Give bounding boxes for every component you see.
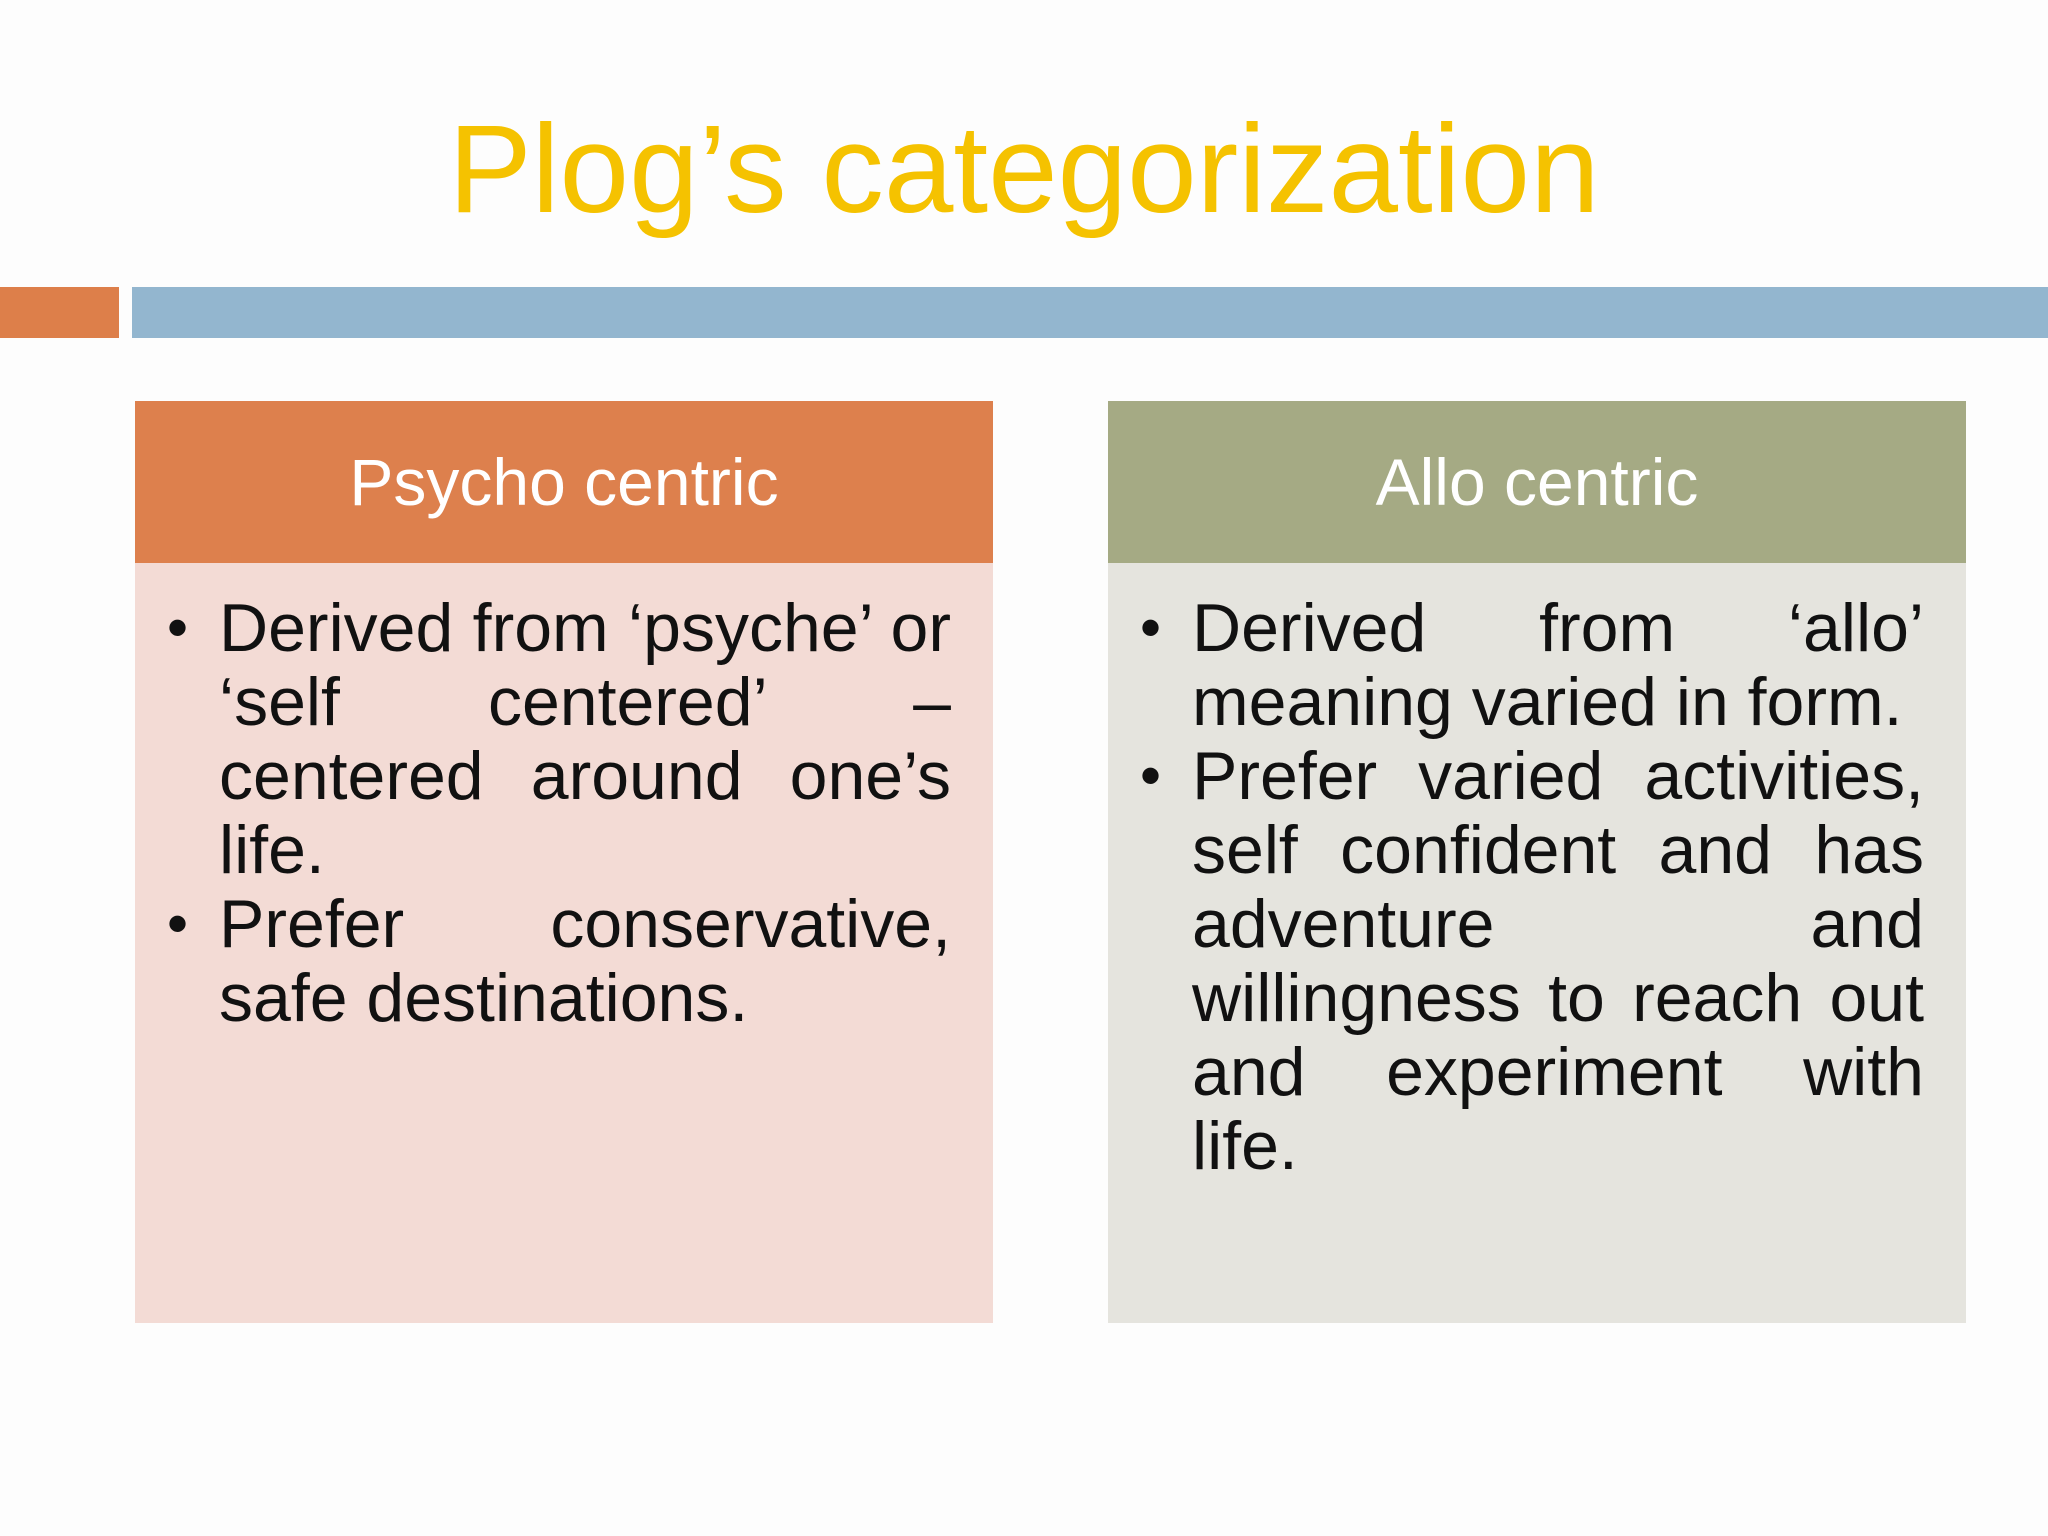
bullet-item: • Derived from ‘psyche’ or ‘self centere… [167, 591, 951, 887]
bullet-icon: • [1140, 742, 1162, 809]
bullet-text: Derived from ‘psyche’ or ‘self centered’… [219, 590, 951, 888]
allocentric-bullet-list: • Derived from ‘allo’ meaning varied in … [1140, 591, 1924, 1183]
bullet-text: Derived from ‘allo’ meaning varied in fo… [1192, 590, 1924, 740]
psychocentric-heading: Psycho centric [135, 401, 993, 563]
bullet-icon: • [167, 594, 189, 661]
bullet-item: • Prefer varied activities, self confide… [1140, 739, 1924, 1183]
psychocentric-body: • Derived from ‘psyche’ or ‘self centere… [135, 563, 993, 1323]
bullet-icon: • [1140, 594, 1162, 661]
accent-bar [0, 287, 119, 338]
psychocentric-column: Psycho centric • Derived from ‘psyche’ o… [135, 401, 993, 1323]
title-underline-bar [132, 287, 2048, 338]
allocentric-body: • Derived from ‘allo’ meaning varied in … [1108, 563, 1966, 1323]
bullet-icon: • [167, 890, 189, 957]
allocentric-heading: Allo centric [1108, 401, 1966, 563]
bullet-text: Prefer varied activities, self confident… [1192, 738, 1924, 1184]
allocentric-column: Allo centric • Derived from ‘allo’ meani… [1108, 401, 1966, 1323]
bullet-item: • Prefer conservative, safe destinations… [167, 887, 951, 1035]
slide-title: Plog’s categorization [448, 100, 1600, 239]
psychocentric-bullet-list: • Derived from ‘psyche’ or ‘self centere… [167, 591, 951, 1035]
bullet-item: • Derived from ‘allo’ meaning varied in … [1140, 591, 1924, 739]
bullet-text: Prefer conservative, safe destinations. [219, 886, 951, 1036]
